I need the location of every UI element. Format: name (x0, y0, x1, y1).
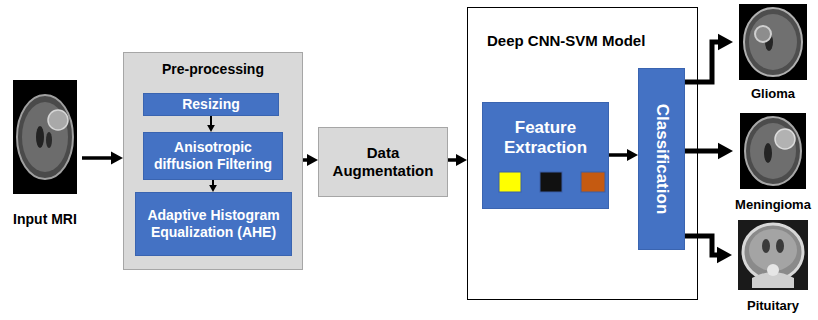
model-panel: Deep CNN-SVM ModelFeature Extraction Clas… (467, 7, 698, 300)
process-box: Feature Extraction (482, 102, 609, 209)
image-caption: Meningioma (735, 197, 811, 213)
process-box: Adaptive Histogram Equalization (AHE) (135, 192, 292, 256)
mri-image (738, 220, 808, 290)
connector-line (210, 116, 212, 126)
arrow-head (111, 151, 123, 164)
image-caption: Glioma (751, 86, 795, 102)
connector-line (609, 153, 629, 157)
image-node: Input MRI (8, 80, 82, 228)
arrow-head (307, 154, 318, 166)
panel-heading: Deep CNN-SVM Model (487, 32, 698, 50)
box-label: Classification (651, 104, 671, 215)
connector-line (82, 156, 113, 160)
box-label: Resizing (182, 96, 240, 113)
box-label: Adaptive Histogram Equalization (AHE) (139, 207, 288, 241)
arrow-connector (82, 151, 123, 164)
box-label: Anisotropic diffusion Filtering (147, 139, 279, 173)
image-node: Meningioma (733, 113, 813, 213)
arrow-connector (448, 154, 467, 166)
process-box: Classification (638, 68, 685, 250)
process-box: Data Augmentation (318, 127, 448, 197)
panel-heading: Pre-processing (123, 61, 303, 78)
arrow-head (456, 154, 467, 166)
process-box: Resizing (143, 93, 279, 116)
process-box: Anisotropic diffusion Filtering (143, 132, 283, 180)
arrow-connector (303, 154, 318, 166)
stage-panel: Pre-processingResizingAnisotropic diffus… (123, 52, 303, 270)
mri-image (740, 113, 806, 189)
image-node: Glioma (733, 4, 813, 102)
mri-image (13, 80, 77, 194)
arrow-head (718, 34, 733, 51)
connector-line (685, 149, 721, 154)
arrow-head (718, 143, 733, 160)
mri-image (739, 4, 807, 80)
image-caption: Pituitary (747, 298, 799, 314)
box-fill (8, 80, 82, 228)
box-label: Data Augmentation (322, 144, 444, 180)
box-label: Feature Extraction (488, 118, 603, 159)
arrow-head (717, 247, 732, 264)
image-node: Pituitary (732, 220, 814, 314)
feature-maps (497, 170, 609, 196)
image-caption: Input MRI (13, 211, 77, 228)
